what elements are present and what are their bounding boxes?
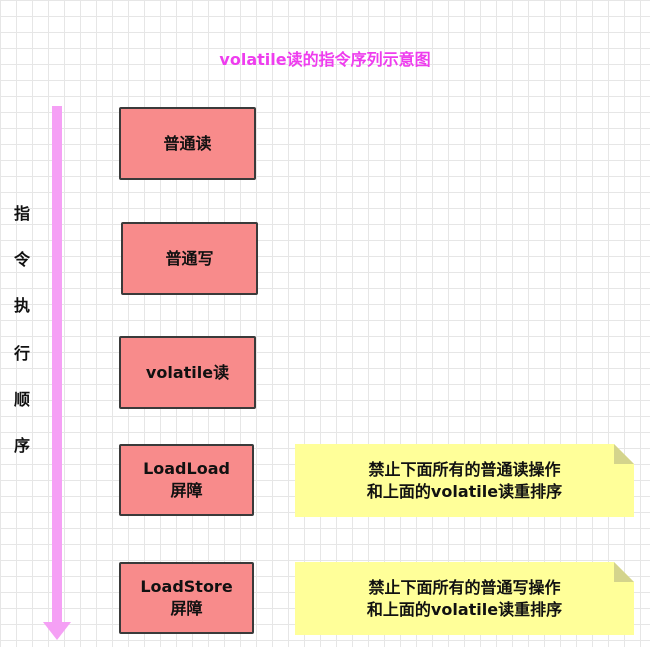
diagram-title: volatile读的指令序列示意图	[219, 50, 431, 69]
order-label-char: 行	[13, 344, 30, 363]
instruction-normal-read: 普通读	[119, 107, 256, 180]
order-label-char: 序	[13, 436, 30, 455]
instruction-normal-write: 普通写	[121, 222, 258, 295]
note-fold-corner	[614, 444, 634, 464]
instruction-label: LoadLoad 屏障	[143, 459, 230, 500]
order-label-char: 令	[13, 250, 30, 269]
instruction-label: LoadStore 屏障	[140, 577, 233, 618]
order-label-char: 指	[13, 204, 30, 223]
barrier-loadstore: LoadStore 屏障	[119, 562, 254, 634]
note-loadstore: 禁止下面所有的普通写操作 和上面的volatile读重排序	[295, 562, 634, 635]
instruction-label: 普通写	[165, 248, 214, 268]
execution-order-arrow	[43, 106, 71, 640]
note-text: 禁止下面所有的普通写操作 和上面的volatile读重排序	[366, 577, 563, 619]
note-text: 禁止下面所有的普通读操作 和上面的volatile读重排序	[366, 459, 563, 501]
instruction-label: volatile读	[145, 362, 230, 382]
instruction-label: 普通读	[163, 133, 212, 153]
note-loadload: 禁止下面所有的普通读操作 和上面的volatile读重排序	[295, 444, 634, 517]
order-label-char: 执	[13, 296, 30, 315]
instruction-volatile-read: volatile读	[119, 336, 256, 409]
barrier-loadload: LoadLoad 屏障	[119, 444, 254, 516]
order-label-char: 顺	[13, 390, 30, 409]
note-fold-corner	[614, 562, 634, 582]
